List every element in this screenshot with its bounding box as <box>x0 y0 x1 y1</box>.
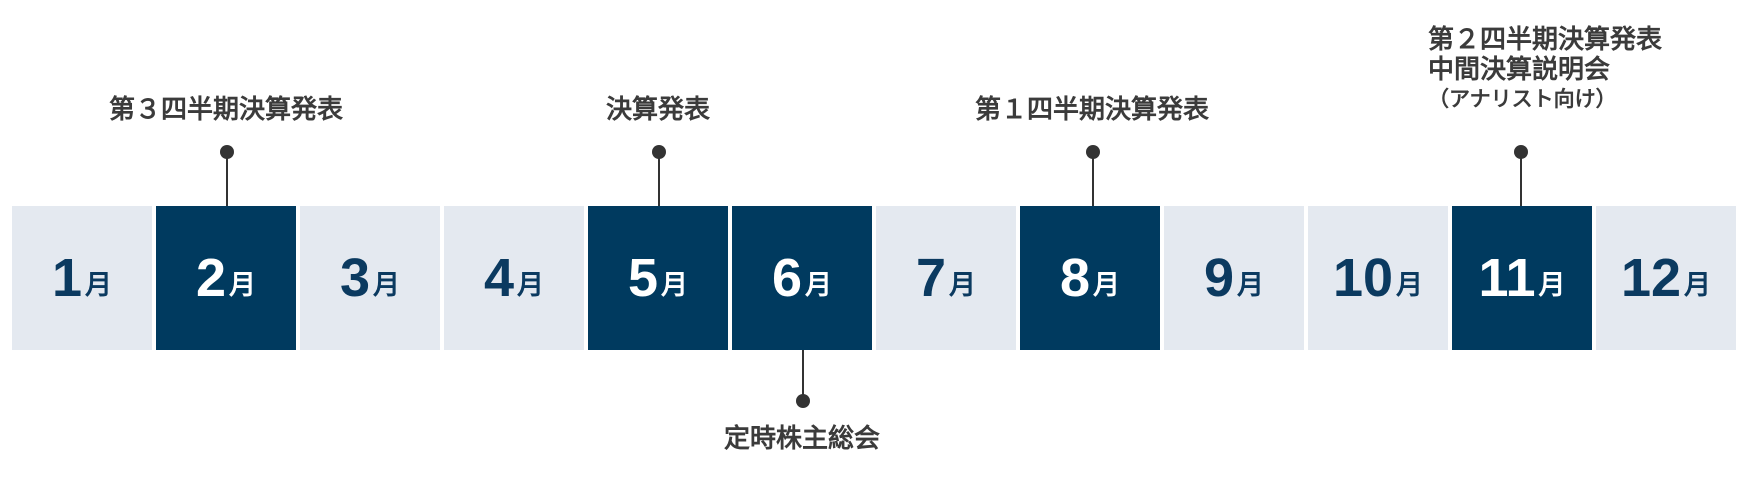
month-number: 5 <box>627 248 659 308</box>
month-number: 2 <box>195 248 227 308</box>
event-label-line: 決算発表 <box>605 95 711 125</box>
month-suffix: 月 <box>1684 269 1712 301</box>
month-number: 11 <box>1478 248 1536 308</box>
month-number: 6 <box>771 248 803 308</box>
event-label-line: 第１四半期決算発表 <box>974 95 1210 125</box>
month-suffix: 月 <box>1538 269 1566 301</box>
event-label-line: 第２四半期決算発表 <box>1428 25 1663 55</box>
event-dot-11 <box>1514 145 1528 159</box>
month-suffix: 月 <box>373 269 401 301</box>
month-suffix: 月 <box>1396 269 1424 301</box>
event-label-line: （アナリスト向け） <box>1428 87 1617 111</box>
month-number: 8 <box>1059 248 1091 308</box>
event-label-5: 決算発表 <box>606 95 710 125</box>
event-label-11: 第２四半期決算発表 中間決算説明会 （アナリスト向け） <box>1428 25 1662 113</box>
month-suffix: 月 <box>1237 269 1265 301</box>
event-label-8: 第１四半期決算発表 <box>975 95 1209 125</box>
month-number: 10 <box>1332 248 1394 308</box>
month-number: 4 <box>483 248 515 308</box>
event-connector-6 <box>802 350 804 400</box>
event-label-line: 中間決算説明会 <box>1428 55 1611 85</box>
month-suffix: 月 <box>661 269 689 301</box>
month-number: 7 <box>915 248 947 308</box>
month-suffix: 月 <box>85 269 113 301</box>
event-connector-5 <box>658 152 660 206</box>
month-suffix: 月 <box>229 269 257 301</box>
month-suffix: 月 <box>1093 269 1121 301</box>
event-label-line: 第３四半期決算発表 <box>108 95 344 125</box>
event-connector-2 <box>226 152 228 206</box>
month-number: 9 <box>1203 248 1235 308</box>
month-number: 1 <box>51 248 83 308</box>
month-number: 12 <box>1620 248 1682 308</box>
month-number: 3 <box>339 248 371 308</box>
event-dot-8 <box>1086 145 1100 159</box>
event-label-line: 定時株主総会 <box>723 424 881 454</box>
event-dot-5 <box>652 145 666 159</box>
month-suffix: 月 <box>949 269 977 301</box>
event-dot-6 <box>796 394 810 408</box>
event-connector-8 <box>1092 152 1094 206</box>
month-suffix: 月 <box>517 269 545 301</box>
event-connector-11 <box>1520 152 1522 206</box>
event-label-2: 第３四半期決算発表 <box>109 95 343 125</box>
event-dot-2 <box>220 145 234 159</box>
month-suffix: 月 <box>805 269 833 301</box>
event-label-6: 定時株主総会 <box>724 424 880 454</box>
